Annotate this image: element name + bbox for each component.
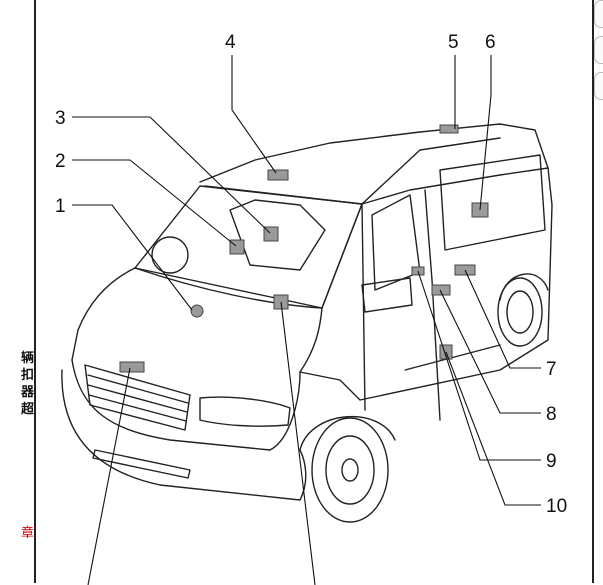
side-text-line: 器 xyxy=(20,385,34,400)
leader-10 xyxy=(445,351,541,506)
headlight xyxy=(199,396,291,427)
callout-7: 7 xyxy=(546,359,557,380)
callout-6: 6 xyxy=(485,32,496,53)
hood-right xyxy=(299,307,323,373)
leader-lines xyxy=(72,55,541,585)
component-8-marker xyxy=(431,284,451,296)
front-wheel xyxy=(311,417,389,523)
callout-4: 4 xyxy=(225,32,236,53)
leader-2 xyxy=(72,159,237,247)
rear-side-window xyxy=(439,154,546,251)
component-2-marker xyxy=(229,239,245,255)
side-text-line: 超 xyxy=(20,402,34,417)
edge-tab[interactable] xyxy=(594,72,603,100)
callout-10: 10 xyxy=(546,496,567,517)
callout-labels: 1 2 3 4 5 6 7 8 9 10 xyxy=(55,32,567,517)
diagram-frame xyxy=(34,0,594,583)
side-body xyxy=(299,204,553,401)
edge-tab[interactable] xyxy=(594,0,603,28)
leader-9 xyxy=(417,270,541,461)
front-bumper xyxy=(61,369,307,501)
hood-left xyxy=(71,267,136,361)
callout-5: 5 xyxy=(448,32,459,53)
component-1-marker xyxy=(190,304,204,318)
callout-8: 8 xyxy=(546,404,557,425)
side-mirror xyxy=(361,277,413,313)
front-face xyxy=(71,359,301,451)
leader-1 xyxy=(72,204,193,311)
callout-1: 1 xyxy=(55,196,66,217)
leader-7 xyxy=(464,269,541,369)
grille xyxy=(84,364,191,431)
side-panel-text: 辆 扣 器 超 xyxy=(0,350,34,418)
side-text-line: 辆 xyxy=(20,351,34,366)
callout-2: 2 xyxy=(55,151,66,172)
edge-tab[interactable] xyxy=(594,36,603,64)
roof-line xyxy=(199,123,553,206)
windshield xyxy=(134,185,363,309)
callout-3: 3 xyxy=(55,108,66,129)
component-5-marker xyxy=(439,124,459,134)
leader-4 xyxy=(231,55,277,174)
component-markers xyxy=(119,124,489,373)
component-front-marker xyxy=(119,361,145,373)
side-panel-link[interactable]: 章 xyxy=(20,526,34,541)
van-body-illustration xyxy=(61,123,553,523)
leader-8 xyxy=(439,289,541,414)
rear-wheel xyxy=(497,277,543,347)
side-text-line: 扣 xyxy=(20,368,34,383)
leader-front-down xyxy=(87,367,131,585)
component-4-marker xyxy=(267,169,289,181)
front-door-window xyxy=(371,194,421,291)
leader-lower-down xyxy=(280,301,316,585)
callout-9: 9 xyxy=(546,451,557,472)
leader-6 xyxy=(479,55,492,211)
right-edge-tabs xyxy=(594,0,603,110)
leader-3 xyxy=(72,116,271,234)
